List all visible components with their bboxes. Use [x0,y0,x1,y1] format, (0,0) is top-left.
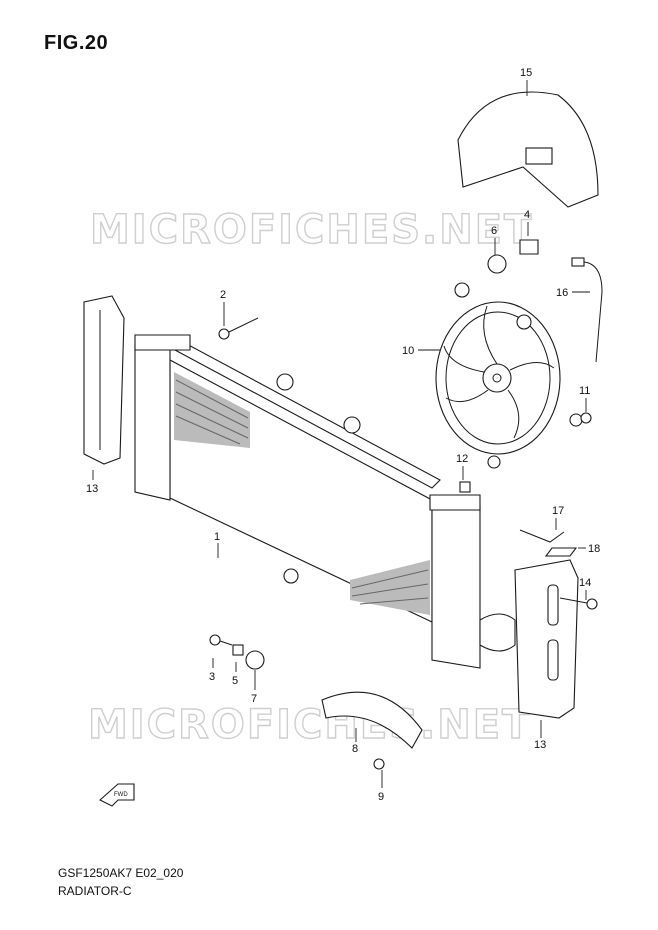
watermark-bottom: MICROFICHES.NET [88,702,531,748]
callout-14: 14 [579,577,591,589]
bolt-9 [373,758,385,770]
cooling-fan-assembly [435,282,583,469]
forward-direction-arrow: FWD [99,783,135,807]
callout-15: 15 [520,67,532,79]
callout-labels: 1 2 3 4 5 6 7 8 9 10 11 12 13 13 14 15 1… [86,67,600,803]
grommet-7 [245,650,265,670]
pad-18 [544,547,578,557]
bolt-2 [218,317,259,340]
callout-12: 12 [456,453,468,465]
callout-2: 2 [220,289,226,301]
callout-13-left: 13 [86,483,98,495]
right-side-cover [514,559,579,719]
callout-4: 4 [524,209,530,221]
watermark-top: MICROFICHES.NET [90,207,533,253]
collar-5 [232,644,244,656]
callout-6: 6 [491,225,497,237]
radiator-fins-left [174,372,250,448]
callout-11: 11 [579,385,590,397]
bolt-3 [209,634,233,646]
wire-harness-16 [571,257,603,363]
grommet-6 [487,254,507,274]
model-code: GSF1250AK7 E02_020 [58,866,184,880]
left-side-shroud [83,295,125,465]
bolt-11 [580,412,592,424]
fan-cover [457,91,599,208]
callout-18: 18 [588,543,600,555]
callout-1: 1 [214,531,220,543]
bolt-14 [559,597,598,610]
section-name: RADIATOR-C [58,884,132,898]
fwd-label: FWD [114,792,128,798]
callout-9: 9 [378,791,384,803]
callout-8: 8 [352,743,358,755]
callout-17: 17 [552,505,564,517]
callout-3: 3 [209,671,215,683]
leader-lines [92,80,590,788]
figure-title: FIG.20 [44,32,109,54]
callout-16: 16 [556,287,568,299]
radiator-core [134,334,516,669]
callout-13-right: 13 [534,739,546,751]
callout-10: 10 [402,345,414,357]
radiator-fins-right [350,560,430,615]
bracket-8 [321,691,423,749]
callout-7: 7 [251,693,257,705]
hose-17 [519,529,565,543]
callout-5: 5 [232,675,238,687]
nut-12 [459,481,471,493]
grommet-4 [519,239,539,255]
